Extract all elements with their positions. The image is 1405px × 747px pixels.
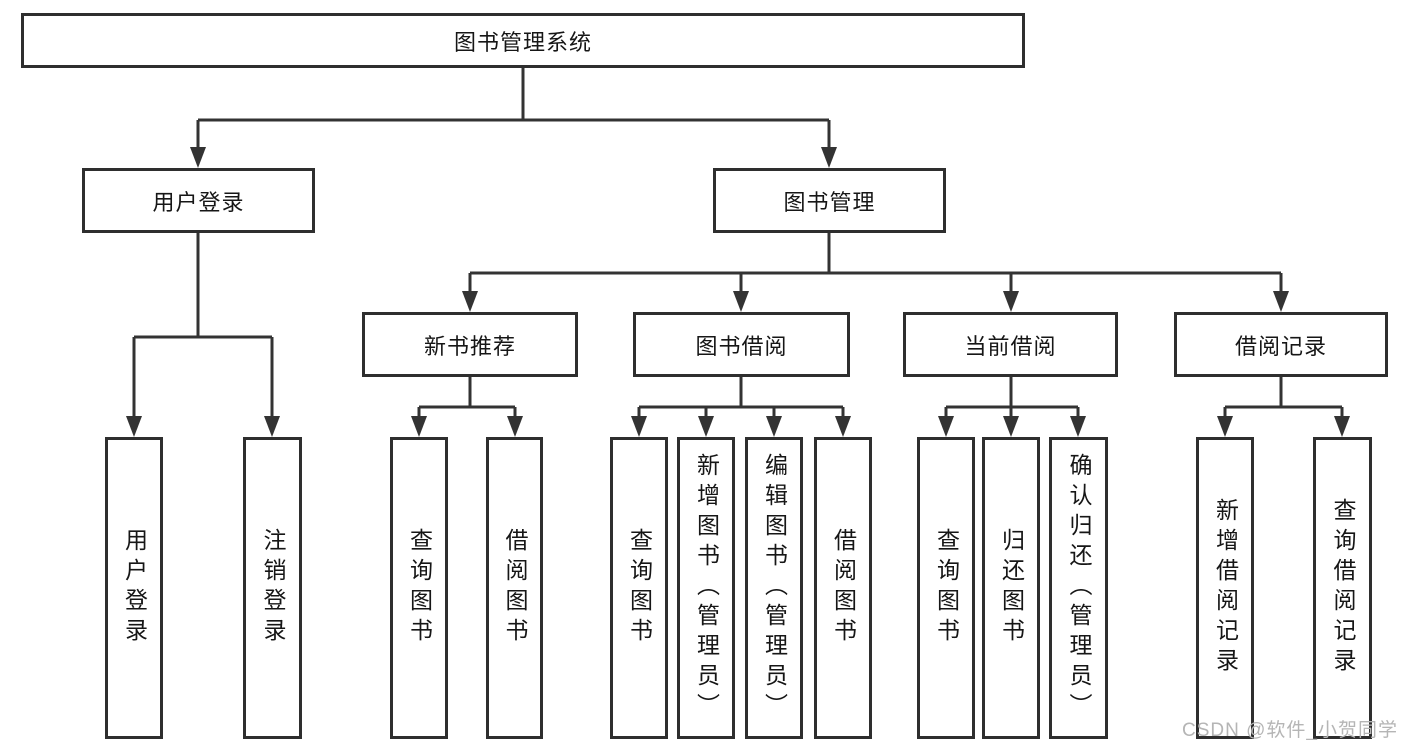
leaf-borrow-edit-books-admin: 编辑图书（管理员） — [745, 437, 803, 739]
leaf-logout-login: 注销登录 — [243, 437, 302, 739]
node-book-borrow: 图书借阅 — [633, 312, 850, 377]
leaf-user-login: 用户登录 — [105, 437, 163, 739]
leaf-borrow-edit-books-admin-label: 编辑图书（管理员） — [761, 453, 788, 723]
leaf-borrow-query-books-label: 查询图书 — [626, 528, 653, 648]
leaf-current-return-books-label: 归还图书 — [998, 528, 1025, 648]
node-borrow-record: 借阅记录 — [1174, 312, 1388, 377]
leaf-record-add-borrow-record: 新增借阅记录 — [1196, 437, 1254, 739]
node-current-borrow: 当前借阅 — [903, 312, 1118, 377]
leaf-user-login-label: 用户登录 — [121, 528, 148, 648]
leaf-current-return-books: 归还图书 — [982, 437, 1040, 739]
leaf-current-query-books-label: 查询图书 — [933, 528, 960, 648]
leaf-record-query-borrow-record: 查询借阅记录 — [1313, 437, 1372, 739]
leaf-borrow-add-books-admin: 新增图书（管理员） — [677, 437, 735, 739]
node-user-login: 用户登录 — [82, 168, 315, 233]
node-new-book-recommend: 新书推荐 — [362, 312, 578, 377]
leaf-borrow-borrow-books-label: 借阅图书 — [830, 528, 857, 648]
node-book-management-label: 图书管理 — [783, 189, 876, 215]
leaf-current-confirm-return-admin: 确认归还（管理员） — [1049, 437, 1108, 739]
node-root-label: 图书管理系统 — [453, 29, 592, 55]
node-root: 图书管理系统 — [21, 13, 1025, 68]
node-book-borrow-label: 图书借阅 — [695, 333, 788, 359]
node-current-borrow-label: 当前借阅 — [964, 333, 1057, 359]
leaf-logout-login-label: 注销登录 — [260, 528, 286, 648]
leaf-record-query-borrow-record-label: 查询借阅记录 — [1330, 498, 1356, 678]
node-book-management: 图书管理 — [713, 168, 946, 233]
leaf-borrow-borrow-books: 借阅图书 — [814, 437, 872, 739]
leaf-recommend-query-books-label: 查询图书 — [406, 528, 433, 648]
node-new-book-recommend-label: 新书推荐 — [423, 333, 516, 359]
node-user-login-label: 用户登录 — [152, 189, 245, 215]
leaf-record-add-borrow-record-label: 新增借阅记录 — [1212, 498, 1239, 678]
leaf-recommend-borrow-books-label: 借阅图书 — [502, 528, 528, 648]
node-borrow-record-label: 借阅记录 — [1234, 333, 1327, 359]
leaf-current-query-books: 查询图书 — [917, 437, 975, 739]
csdn-watermark: CSDN @软件_小贺同学 — [1182, 720, 1398, 741]
leaf-current-confirm-return-admin-label: 确认归还（管理员） — [1066, 453, 1092, 723]
leaf-recommend-query-books: 查询图书 — [390, 437, 448, 739]
leaf-recommend-borrow-books: 借阅图书 — [486, 437, 543, 739]
leaf-borrow-query-books: 查询图书 — [610, 437, 668, 739]
leaf-borrow-add-books-admin-label: 新增图书（管理员） — [693, 453, 720, 723]
